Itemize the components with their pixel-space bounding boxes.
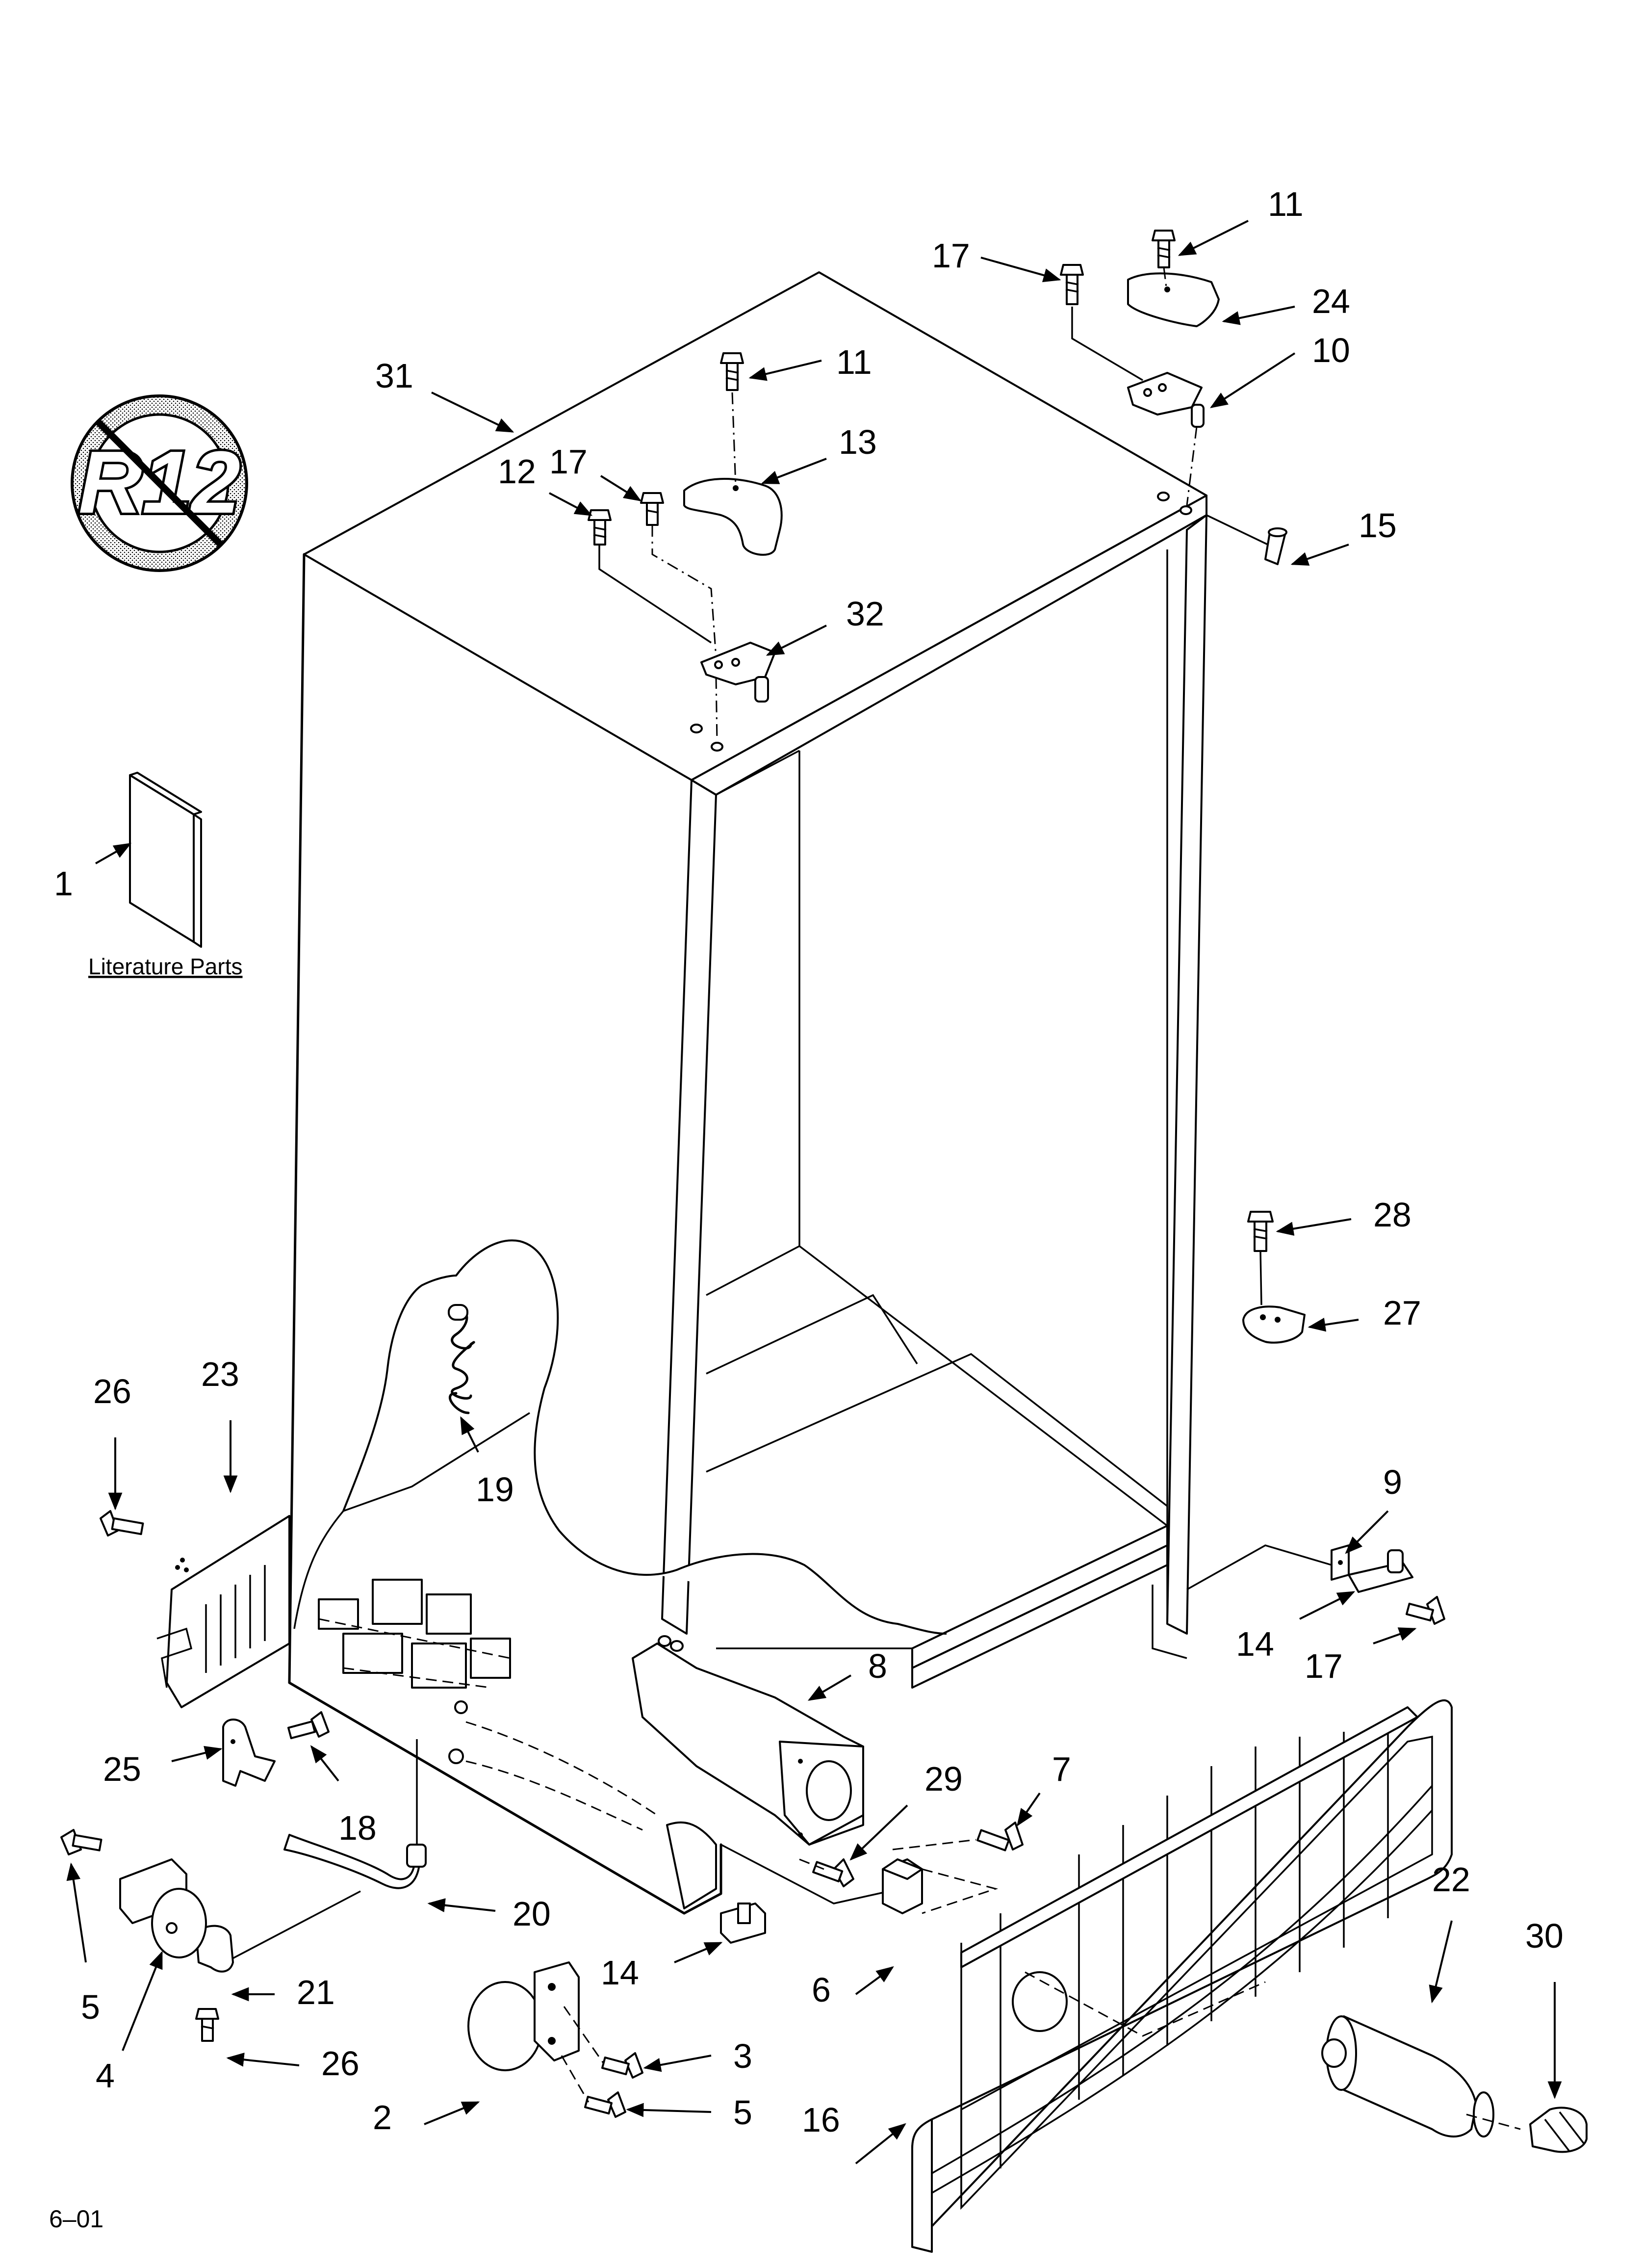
callout-17: 17 (1305, 1647, 1343, 1685)
screw-3 (601, 2052, 643, 2079)
callout-5: 5 (733, 2093, 752, 2132)
screw-28 (1247, 1211, 1274, 1252)
callout-17: 17 (549, 443, 588, 481)
callout-27: 27 (1383, 1294, 1421, 1332)
screw-5-left (60, 1829, 103, 1855)
leader-arrows (66, 220, 1562, 2164)
screw-26-left (100, 1510, 144, 1537)
callout-20: 20 (513, 1895, 551, 1933)
bracket-27 (1242, 1305, 1306, 1344)
screw-5-bottom (584, 2091, 626, 2118)
filter-cap-30 (1529, 2107, 1588, 2153)
bracket-25 (222, 1719, 276, 1787)
callout-5: 5 (81, 1988, 100, 2026)
callout-10: 10 (1312, 331, 1350, 369)
callout-labels: 31 11 17 24 10 11 13 12 17 15 32 1 28 27… (54, 185, 1564, 2139)
screw-17-right (1406, 1596, 1445, 1625)
callout-14: 14 (1236, 1625, 1274, 1663)
callout-29: 29 (924, 1760, 963, 1798)
callout-9: 9 (1383, 1463, 1402, 1501)
top-hinge-left (700, 642, 776, 703)
callout-21: 21 (297, 1973, 335, 2011)
callout-17: 17 (932, 236, 970, 275)
motor-2 (467, 1961, 580, 2071)
top-hinge-right (1127, 372, 1205, 428)
coil-tube-19 (448, 1304, 475, 1414)
callout-12: 12 (498, 452, 536, 491)
drain-tube-20 (283, 1739, 427, 1889)
control-panel-23 (156, 1515, 290, 1708)
literature-booklet (129, 772, 202, 948)
hinge-cover-13 (683, 478, 783, 556)
callout-1: 1 (54, 864, 73, 903)
screw-7 (976, 1822, 1024, 1851)
callout-16: 16 (802, 2101, 840, 2139)
screw-11-top-right (1152, 230, 1176, 268)
screw-17-top-left (640, 492, 664, 526)
callout-28: 28 (1373, 1196, 1411, 1234)
callout-30: 30 (1525, 1917, 1564, 1955)
grille-16 (911, 1699, 1453, 2253)
callout-18: 18 (338, 1809, 377, 1847)
callout-6: 6 (812, 1971, 831, 2009)
callout-32: 32 (846, 595, 884, 633)
screw-11-top-left (720, 352, 744, 391)
callout-11: 11 (836, 343, 872, 381)
clamp-21 (195, 1925, 234, 1973)
revision-code: 6–01 (49, 2205, 103, 2233)
screw-17-top-right (1060, 264, 1084, 305)
callout-15: 15 (1359, 506, 1397, 545)
callout-4: 4 (96, 2057, 115, 2095)
filter-cartridge-22 (1321, 2015, 1494, 2138)
badge-text: R12 (78, 433, 240, 532)
clip-14-bottom (720, 1903, 766, 1944)
callout-19: 19 (476, 1470, 514, 1509)
relay-assembly (318, 1579, 511, 1764)
bracket-9 (1331, 1544, 1413, 1593)
callout-8: 8 (868, 1647, 887, 1685)
callout-26: 26 (321, 2044, 359, 2083)
callout-31: 31 (375, 357, 413, 395)
callout-22: 22 (1432, 1860, 1470, 1899)
no-r12-badge: R12 (71, 394, 248, 572)
callout-25: 25 (103, 1750, 141, 1788)
callout-23: 23 (201, 1355, 239, 1393)
motor-4 (119, 1858, 207, 1958)
literature-parts-label: Literature Parts (88, 954, 242, 979)
clip-6 (882, 1858, 923, 1914)
callout-3: 3 (733, 2037, 752, 2075)
duct-8 (632, 1635, 864, 1846)
callout-26: 26 (93, 1372, 131, 1410)
part-15-cap (1264, 527, 1287, 565)
screw-18 (287, 1711, 330, 1740)
callout-11: 11 (1268, 185, 1304, 223)
hinge-cover-24 (1127, 272, 1220, 327)
screw-26-bottom (195, 2008, 219, 2042)
callout-14: 14 (601, 1954, 639, 1992)
callout-7: 7 (1052, 1750, 1071, 1788)
callout-13: 13 (839, 423, 877, 461)
screw-29 (812, 1858, 854, 1887)
callout-2: 2 (373, 2098, 392, 2137)
callout-24: 24 (1312, 282, 1350, 320)
